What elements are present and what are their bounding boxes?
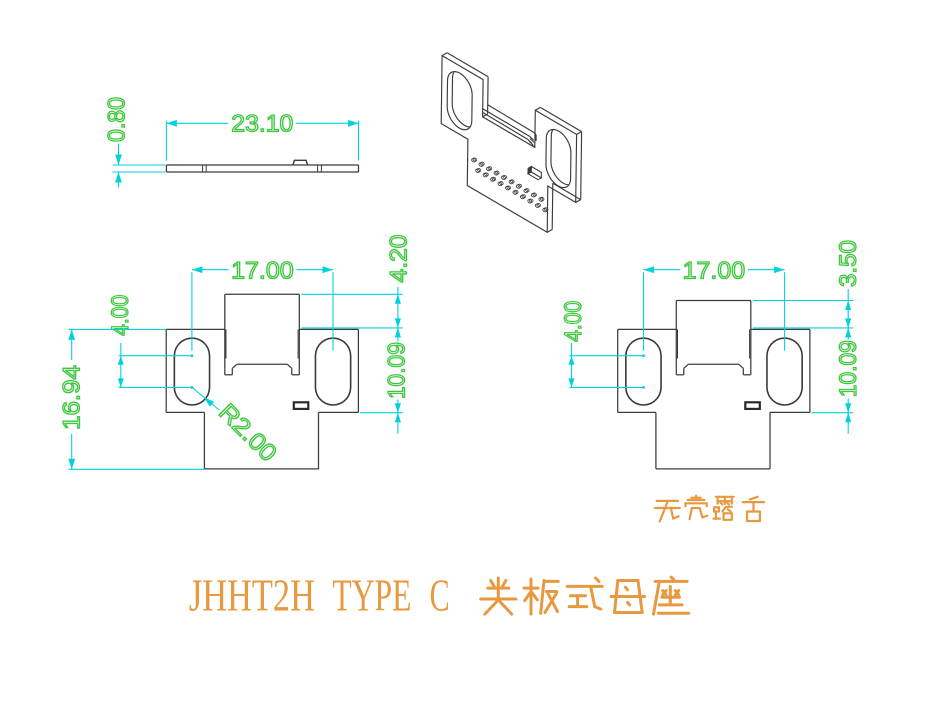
svg-text:10.09: 10.09 xyxy=(835,340,862,397)
svg-text:17.00: 17.00 xyxy=(231,258,294,285)
svg-text:17.00: 17.00 xyxy=(683,258,746,285)
svg-text:4.20: 4.20 xyxy=(386,235,413,283)
svg-text:C: C xyxy=(430,569,450,620)
svg-text:JHHT2H: JHHT2H xyxy=(189,569,315,620)
svg-text:4.00: 4.00 xyxy=(560,301,587,342)
svg-text:TYPE: TYPE xyxy=(332,569,411,620)
svg-text:3.50: 3.50 xyxy=(835,240,862,287)
svg-text:16.94: 16.94 xyxy=(59,365,86,430)
svg-text:10.09: 10.09 xyxy=(383,342,410,399)
svg-text:0.80: 0.80 xyxy=(103,97,130,142)
svg-text:23.10: 23.10 xyxy=(231,110,293,137)
